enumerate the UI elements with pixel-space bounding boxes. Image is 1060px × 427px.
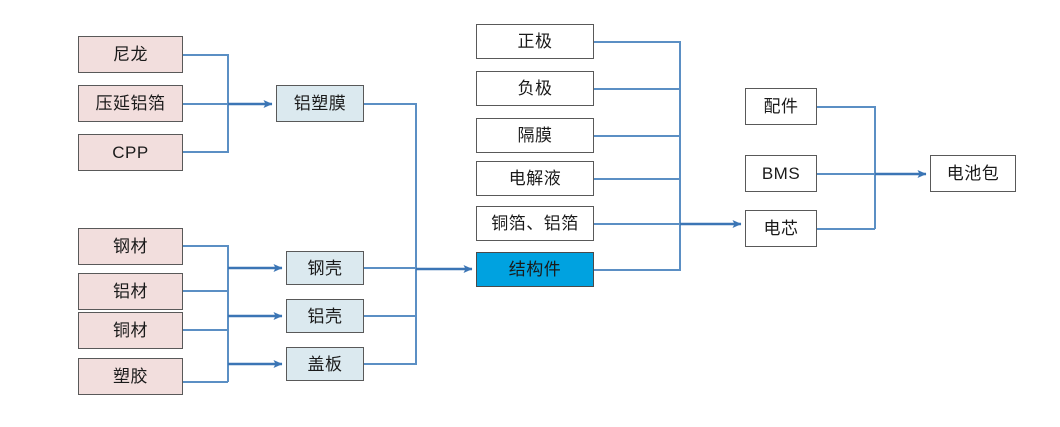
node-copper-material[interactable]: 铜材 — [78, 312, 183, 349]
node-electrolyte[interactable]: 电解液 — [476, 161, 594, 196]
node-structural-part[interactable]: 结构件 — [476, 252, 594, 287]
node-steel-material[interactable]: 钢材 — [78, 228, 183, 265]
edge-cover-plate-right — [364, 316, 417, 365]
node-steel-shell[interactable]: 钢壳 — [286, 251, 364, 285]
node-anode[interactable]: 负极 — [476, 71, 594, 106]
node-accessories[interactable]: 配件 — [745, 88, 817, 125]
edge-film-down — [364, 103, 417, 269]
node-plastic-material[interactable]: 塑胶 — [78, 358, 183, 395]
node-aluminum-material[interactable]: 铝材 — [78, 273, 183, 310]
node-cathode[interactable]: 正极 — [476, 24, 594, 59]
edge-cpp-to-film — [183, 104, 229, 153]
node-cell[interactable]: 电芯 — [745, 210, 817, 247]
node-aluminum-shell[interactable]: 铝壳 — [286, 299, 364, 333]
node-cover-plate[interactable]: 盖板 — [286, 347, 364, 381]
node-aluminum-plastic-film[interactable]: 铝塑膜 — [276, 85, 364, 122]
node-bms[interactable]: BMS — [745, 155, 817, 192]
node-battery-pack[interactable]: 电池包 — [930, 155, 1016, 192]
node-copper-aluminum-foils[interactable]: 铜箔、铝箔 — [476, 206, 594, 241]
node-rolled-aluminum-foil[interactable]: 压延铝箔 — [78, 85, 183, 122]
edge-accessories-bus — [817, 106, 876, 229]
edge-al-shell-right — [364, 269, 417, 317]
node-cpp[interactable]: CPP — [78, 134, 183, 171]
edge-cathode-bus — [594, 41, 681, 224]
edge-nylon-to-film — [183, 54, 229, 104]
node-nylon[interactable]: 尼龙 — [78, 36, 183, 73]
edge-structural-bus — [594, 224, 681, 271]
node-separator[interactable]: 隔膜 — [476, 118, 594, 153]
edge-steel-bus — [183, 245, 229, 382]
